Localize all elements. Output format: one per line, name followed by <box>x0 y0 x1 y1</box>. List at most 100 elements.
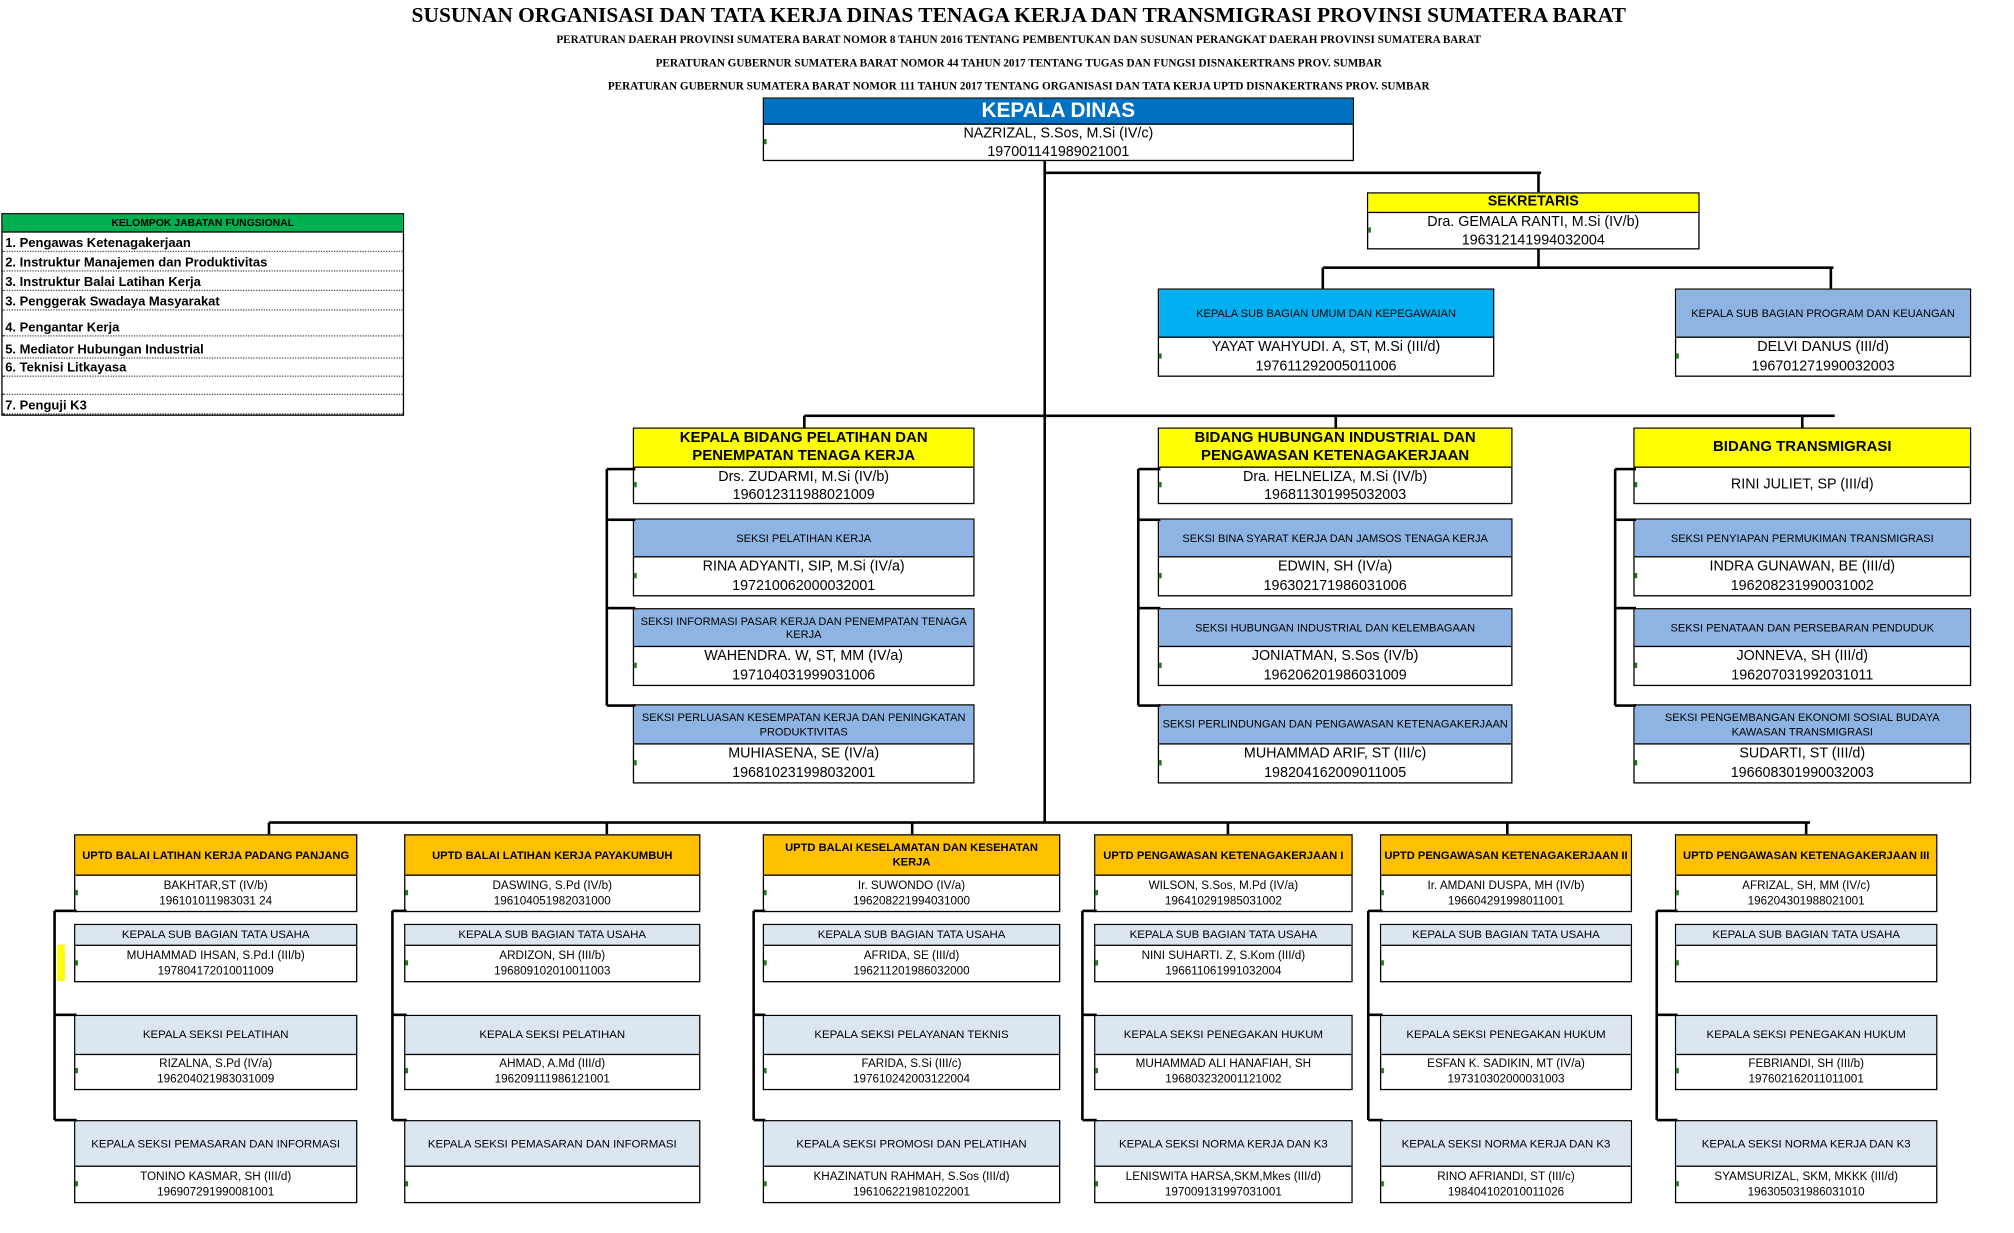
unit-title: SEKSI HUBUNGAN INDUSTRIAL DAN KELEMBAGAA… <box>1159 609 1512 648</box>
holder-nip: 196811301995032003 <box>1264 487 1407 503</box>
holder-nip: 196208231990031002 <box>1730 577 1874 594</box>
holder-name: MUHAMMAD ARIF, ST (III/c) <box>1243 746 1427 762</box>
unit-holder <box>1381 946 1630 981</box>
holder-name: RINA ADYANTI, SIP, M.Si (IV/a) <box>702 559 905 575</box>
connector-line <box>605 822 609 835</box>
unit-holder: RINA ADYANTI, SIP, M.Si (IV/a)1972100620… <box>634 558 973 595</box>
holder-nip: 197009131997031001 <box>1164 1184 1282 1198</box>
unit-title: KEPALA SUB BAGIAN TATA USAHA <box>405 925 700 946</box>
holder-name: NINI SUHARTI. Z, S.Kom (III/d) <box>1141 948 1306 962</box>
connector-line <box>268 821 1811 824</box>
unit-holder: RINI JULIET, SP (III/d) <box>1634 468 1970 503</box>
unit-holder: EDWIN, SH (IV/a)196302171986031006 <box>1159 558 1511 595</box>
connector-line <box>753 909 766 913</box>
unit-holder: MUHAMMAD IHSAN, S.Pd.I (III/b)1978041720… <box>75 946 356 981</box>
holder-name: AFRIDA, SE (III/d) <box>863 948 960 962</box>
connector-line <box>1138 606 1161 610</box>
functional-item: 4. Pengantar Kerja <box>2 311 403 337</box>
unit-holder: SUDARTI, ST (III/d)196608301990032003 <box>1634 745 1970 782</box>
unit-holder: Dra. GEMALA RANTI, M.Si (IV/b)1963121419… <box>1368 213 1698 250</box>
unit-holder: WAHENDRA. W, ST, MM (IV/a)19710403199903… <box>634 648 973 685</box>
unit-holder <box>1676 946 1936 981</box>
connector-line <box>1044 171 1542 175</box>
holder-nip: 196208221994031000 <box>852 893 971 907</box>
unit-title: SEKSI PENYIAPAN PERMUKIMAN TRANSMIGRASI <box>1634 519 1970 558</box>
unit-title: SEKSI INFORMASI PASAR KERJA DAN PENEMPAT… <box>634 609 974 648</box>
connector-line <box>392 1013 407 1017</box>
holder-nip: 196810231998032001 <box>732 764 876 781</box>
unit-title: KEPALA SEKSI NORMA KERJA DAN K3 <box>1381 1121 1631 1167</box>
holder-name: Drs. ZUDARMI, M.Si (IV/b) <box>718 468 890 485</box>
connector-line <box>1138 518 1161 522</box>
holder-nip: 196809102010011003 <box>494 963 611 977</box>
holder-name: NAZRIZAL, S.Sos, M.Si (IV/c) <box>963 126 1154 142</box>
holder-nip: 196101011983031 24 <box>159 893 273 907</box>
connector-line <box>1615 704 1636 707</box>
connector-line <box>1615 518 1636 522</box>
holder-name: AFRIZAL, SH, MM (IV/c) <box>1742 878 1871 892</box>
connector-line <box>1138 704 1161 707</box>
holder-name: FARIDA, S.Si (III/c) <box>861 1056 962 1070</box>
connector-line <box>1537 172 1540 193</box>
holder-nip: 196410291985031002 <box>1164 893 1282 907</box>
connector-line <box>605 469 609 706</box>
connector-line <box>1322 266 1834 269</box>
unit-title: KEPALA SEKSI PELATIHAN <box>75 1016 357 1056</box>
unit-holder: WILSON, S.Sos, M.Pd (IV/a)19641029198503… <box>1095 876 1351 911</box>
unit-holder: NINI SUHARTI. Z, S.Kom (III/d)1966110619… <box>1095 946 1351 981</box>
connector-line <box>606 606 636 610</box>
unit-holder: SYAMSURIZAL, SKM, MKKK (III/d)1963050319… <box>1676 1167 1936 1202</box>
connector-line <box>1043 159 1047 823</box>
connector-line <box>1537 248 1540 268</box>
holder-name: SYAMSURIZAL, SKM, MKKK (III/d) <box>1714 1169 1898 1183</box>
functional-item: 7. Penguji K3 <box>2 395 403 415</box>
connector-line <box>606 467 636 471</box>
unit-title: KEPALA SUB BAGIAN TATA USAHA <box>1381 925 1631 946</box>
connector-line <box>1506 822 1509 835</box>
holder-name: WILSON, S.Sos, M.Pd (IV/a) <box>1148 878 1299 892</box>
unit-title: KEPALA SUB BAGIAN TATA USAHA <box>75 925 357 946</box>
holder-nip: 196611061991032004 <box>1165 963 1282 977</box>
connector-line <box>392 909 407 913</box>
holder-nip: 196305031986031010 <box>1747 1184 1865 1198</box>
unit-holder: JONNEVA, SH (III/d)196207031992031011 <box>1634 648 1970 685</box>
connector-line <box>1804 822 1808 835</box>
unit-title: KEPALA SEKSI PROMOSI DAN PELATIHAN <box>764 1121 1060 1167</box>
functional-item: 3. Instruktur Balai Latihan Kerja <box>2 272 403 292</box>
connector-line <box>1334 415 1338 428</box>
holder-nip: 196302171986031006 <box>1263 577 1407 594</box>
unit-title: KEPALA SEKSI PENEGAKAN HUKUM <box>1676 1016 1937 1056</box>
holder-name: JONIATMAN, S.Sos (IV/b) <box>1251 648 1419 665</box>
connector-line <box>1226 822 1230 835</box>
holder-nip: 197610242003122004 <box>852 1072 971 1085</box>
holder-name: ESFAN K. SADIKIN, MT (IV/a) <box>1427 1056 1585 1070</box>
holder-name: DELVI DANUS (III/d) <box>1757 339 1889 356</box>
connector-line <box>54 1013 77 1017</box>
connector-line <box>753 1013 766 1017</box>
unit-holder: BAKHTAR,ST (IV/b)196101011983031 24 <box>75 876 356 911</box>
unit-title: KEPALA SEKSI PENEGAKAN HUKUM <box>1381 1016 1631 1056</box>
unit-holder: YAYAT WAHYUDI. A, ST, M.Si (III/d)197611… <box>1159 338 1493 375</box>
holder-nip: 197310302000031003 <box>1447 1072 1565 1085</box>
unit-holder: RINO AFRIANDI, ST (III/c)198404102010011… <box>1381 1167 1630 1202</box>
holder-nip: 198204162009011005 <box>1264 764 1407 781</box>
holder-name: INDRA GUNAWAN, BE (III/d) <box>1709 559 1896 575</box>
functional-item: 5. Mediator Hubungan Industrial <box>2 337 403 359</box>
unit-title: KEPALA BIDANG PELATIHAN DAN PENEMPATAN T… <box>634 428 974 468</box>
unit-holder: Dra. HELNELIZA, M.Si (IV/b)1968113019950… <box>1159 467 1511 504</box>
unit-holder: KHAZINATUN RAHMAH, S.Sos (III/d)19610622… <box>764 1167 1059 1202</box>
holder-nip: 197001141989021001 <box>987 144 1130 161</box>
connector-line <box>606 704 636 707</box>
functional-group-panel: KELOMPOK JABATAN FUNGSIONAL 1. Pengawas … <box>1 213 405 416</box>
unit-title: KEPALA SEKSI NORMA KERJA DAN K3 <box>1095 1121 1352 1167</box>
unit-holder: DELVI DANUS (III/d)196701271990032003 <box>1676 338 1970 375</box>
connector-line <box>1136 469 1140 706</box>
